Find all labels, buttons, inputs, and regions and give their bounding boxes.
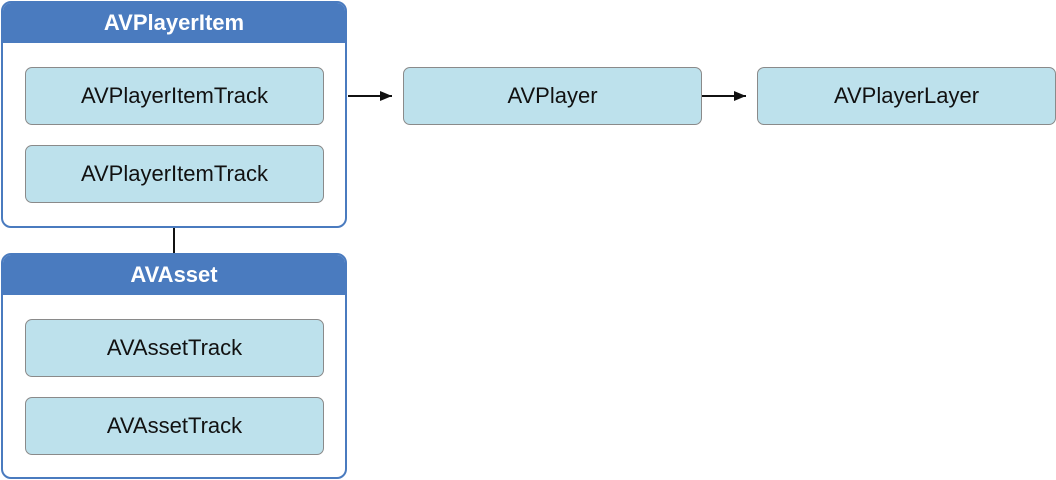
player-layer-box: AVPlayerLayer [757, 67, 1056, 125]
player-item-track-1: AVPlayerItemTrack [25, 67, 324, 125]
player-item-header: AVPlayerItem [3, 3, 345, 43]
asset-header: AVAsset [3, 255, 345, 295]
asset-track-2: AVAssetTrack [25, 397, 324, 455]
player-box: AVPlayer [403, 67, 702, 125]
player-item-track-2: AVPlayerItemTrack [25, 145, 324, 203]
asset-track-1: AVAssetTrack [25, 319, 324, 377]
